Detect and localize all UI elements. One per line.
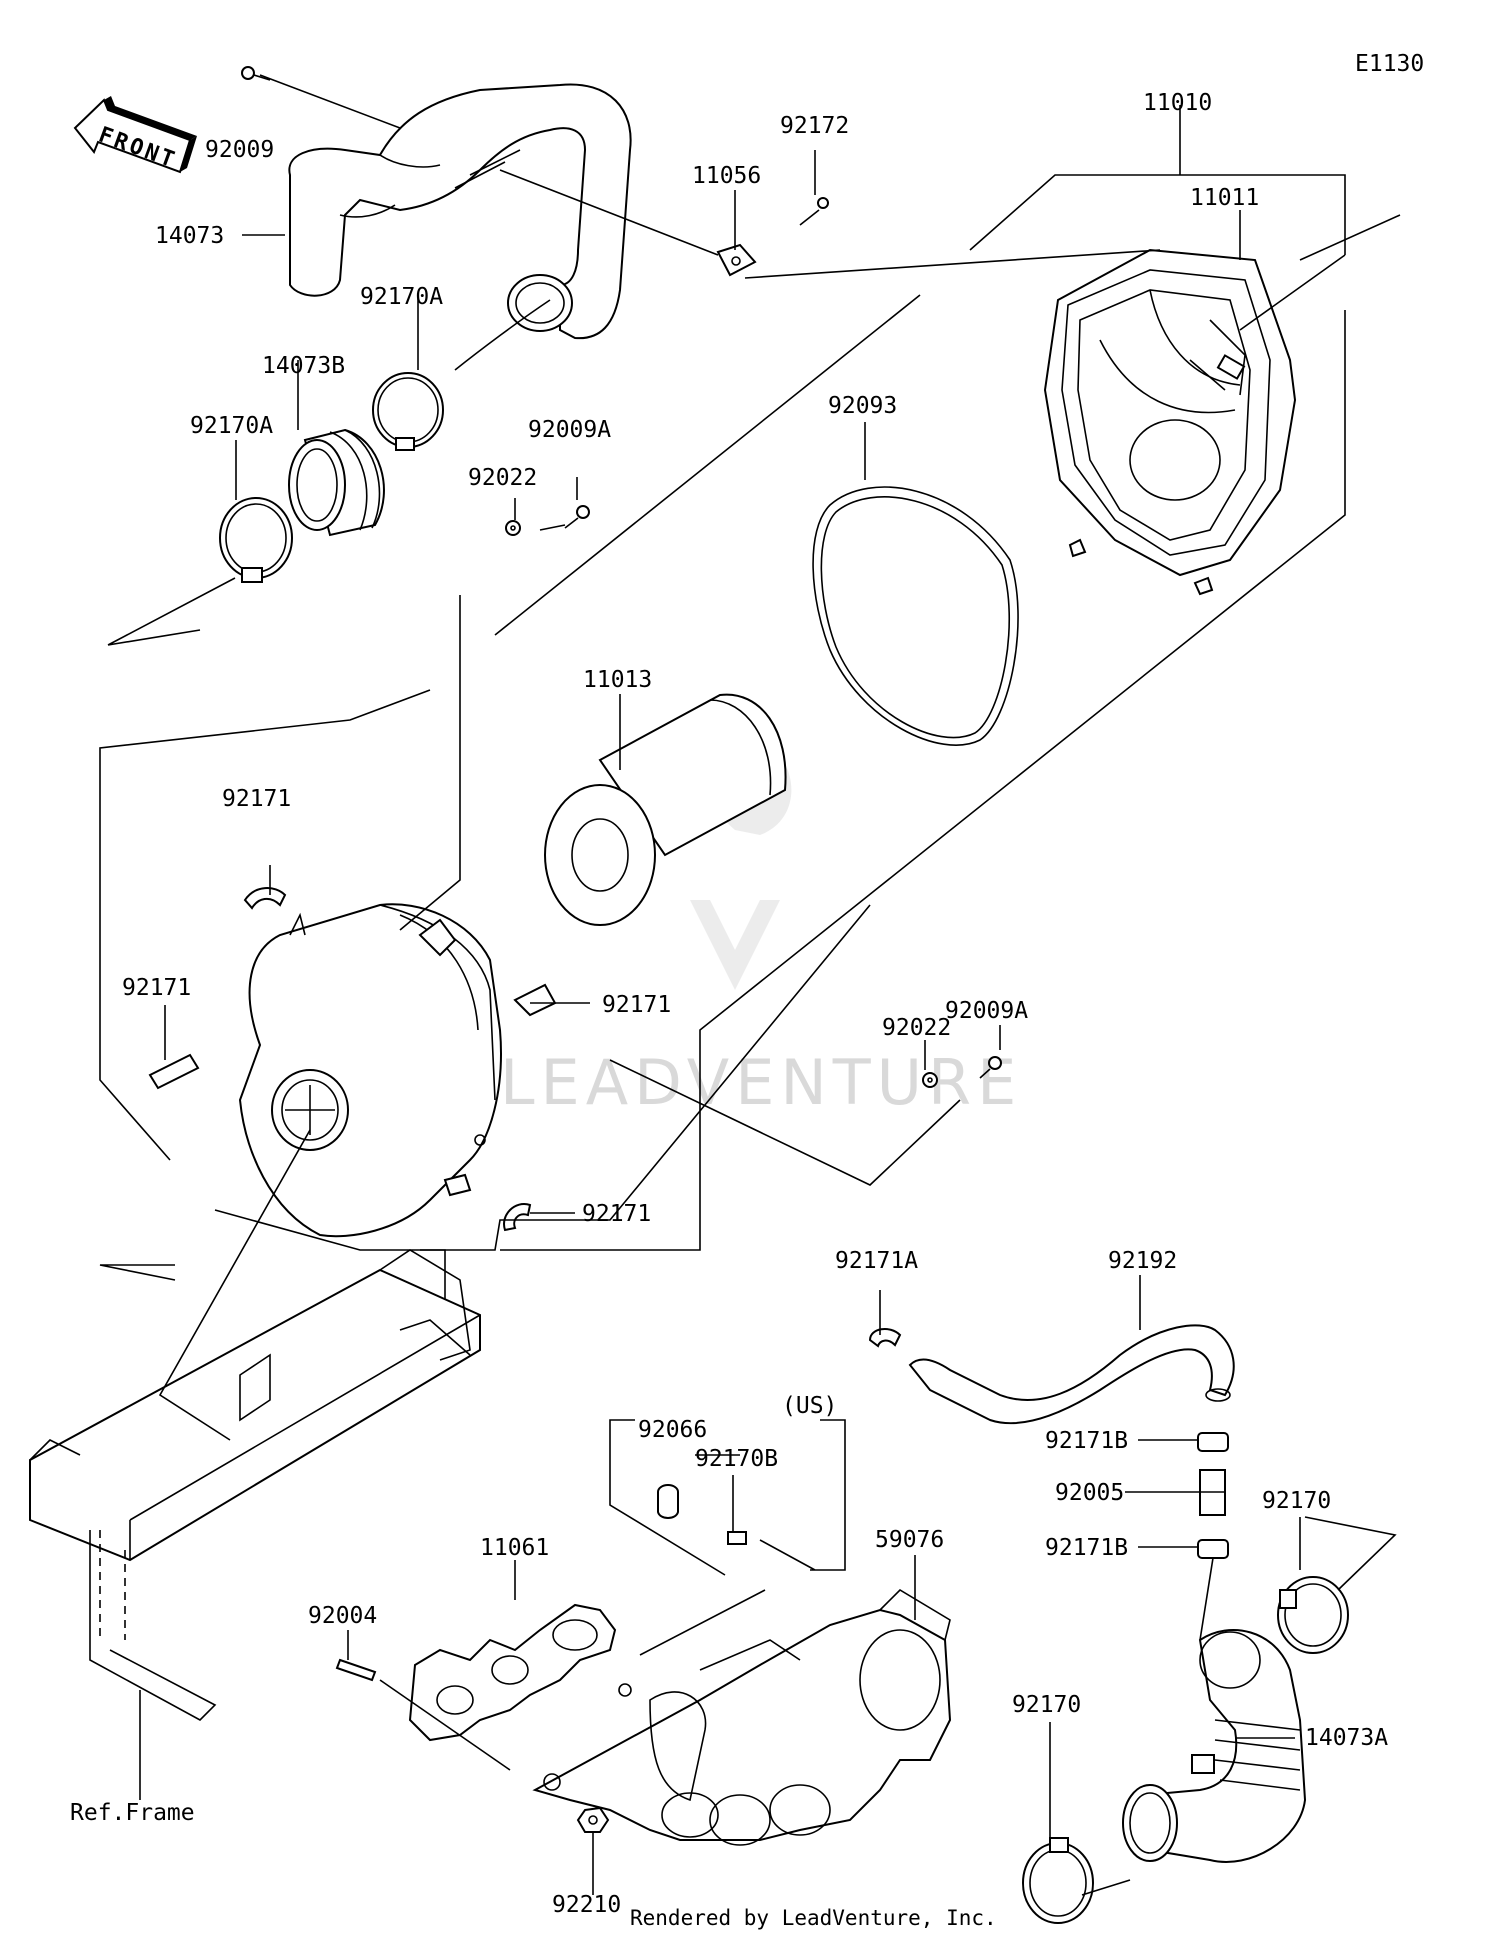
clamp-92170-right [1277,1576,1349,1654]
washer-92022-upper [505,520,521,536]
label-92005: 92005 [1055,1480,1124,1506]
nut-92210 [576,1806,610,1833]
label-59076: 59076 [875,1527,944,1553]
label-92171-c: 92171 [602,992,671,1018]
label-92171B-b: 92171B [1045,1535,1128,1561]
screw-92172 [799,197,829,226]
label-92170A-top: 92170A [360,284,443,310]
label-ref-frame: Ref.Frame [70,1800,195,1826]
label-11010: 11010 [1143,90,1212,116]
clamp-92170-bottom [1022,1837,1094,1924]
clip-92171-b [148,1053,200,1090]
label-11056: 11056 [692,163,761,189]
clamp-92171B-lower [1197,1539,1229,1559]
clip-92171-c [513,983,557,1017]
watermark-text: LEADVENTURE [500,1046,1022,1119]
label-14073: 14073 [155,223,224,249]
label-14073B: 14073B [262,353,345,379]
joint-92005 [1199,1469,1226,1516]
label-11061: 11061 [480,1535,549,1561]
label-92171-b: 92171 [122,975,191,1001]
label-92004: 92004 [308,1603,377,1629]
label-92210: 92210 [552,1892,621,1918]
intake-duct-14073 [288,83,632,340]
clip-92171-a [243,887,287,910]
label-92022-top: 92022 [468,465,537,491]
washer-92022-mid [922,1072,938,1088]
label-92171A: 92171A [835,1248,918,1274]
bracket-11056 [716,243,757,277]
label-92170A-left: 92170A [190,413,273,439]
intake-manifold-59076 [532,1588,952,1846]
label-92171-a: 92171 [222,786,291,812]
clip-92171-d [503,1203,532,1232]
clamp-92171A [868,1328,902,1348]
collar-92066 [657,1484,679,1519]
label-92009: 92009 [205,137,274,163]
stud-92004 [335,1658,377,1682]
label-92009A-top: 92009A [528,417,611,443]
screw-92009A-mid [979,1056,1002,1079]
label-92022-mid: 92022 [882,1015,951,1041]
front-arrow-icon [73,96,197,174]
label-92093: 92093 [828,393,897,419]
coupler-14073B [288,428,385,537]
footer-credit: Rendered by LeadVenture, Inc. [630,1906,997,1930]
screw-92009 [241,66,271,81]
label-11011: 11011 [1190,185,1259,211]
diagram-code: E1130 [1355,51,1424,77]
label-us-note: (US) [782,1393,837,1419]
clamp-92170A-lower [219,497,293,583]
screw-92009A-upper [564,505,590,529]
filter-element-11013 [544,693,787,926]
label-92170-bottom: 92170 [1012,1692,1081,1718]
label-92192: 92192 [1108,1248,1177,1274]
label-92172: 92172 [780,113,849,139]
breather-hose-92192 [908,1324,1235,1425]
gasket-92093 [812,486,1019,746]
label-92171B-a: 92171B [1045,1428,1128,1454]
label-11013: 11013 [583,667,652,693]
airbox-cover [238,903,502,1238]
label-92171-d: 92171 [582,1201,651,1227]
airbox-case-11011 [1043,248,1297,596]
intake-duct-14073A [1122,1629,1307,1863]
label-14073A: 14073A [1305,1725,1388,1751]
clamp-92171B-upper [1197,1432,1229,1452]
leader-lines [99,74,1401,1896]
label-92009A-mid: 92009A [945,998,1028,1024]
label-92066: 92066 [638,1417,707,1443]
label-92170B: 92170B [695,1446,778,1472]
gasket-11061 [408,1603,617,1742]
clip-92170B [727,1531,747,1545]
label-92170-right: 92170 [1262,1488,1331,1514]
clamp-92170A-upper [372,372,444,451]
